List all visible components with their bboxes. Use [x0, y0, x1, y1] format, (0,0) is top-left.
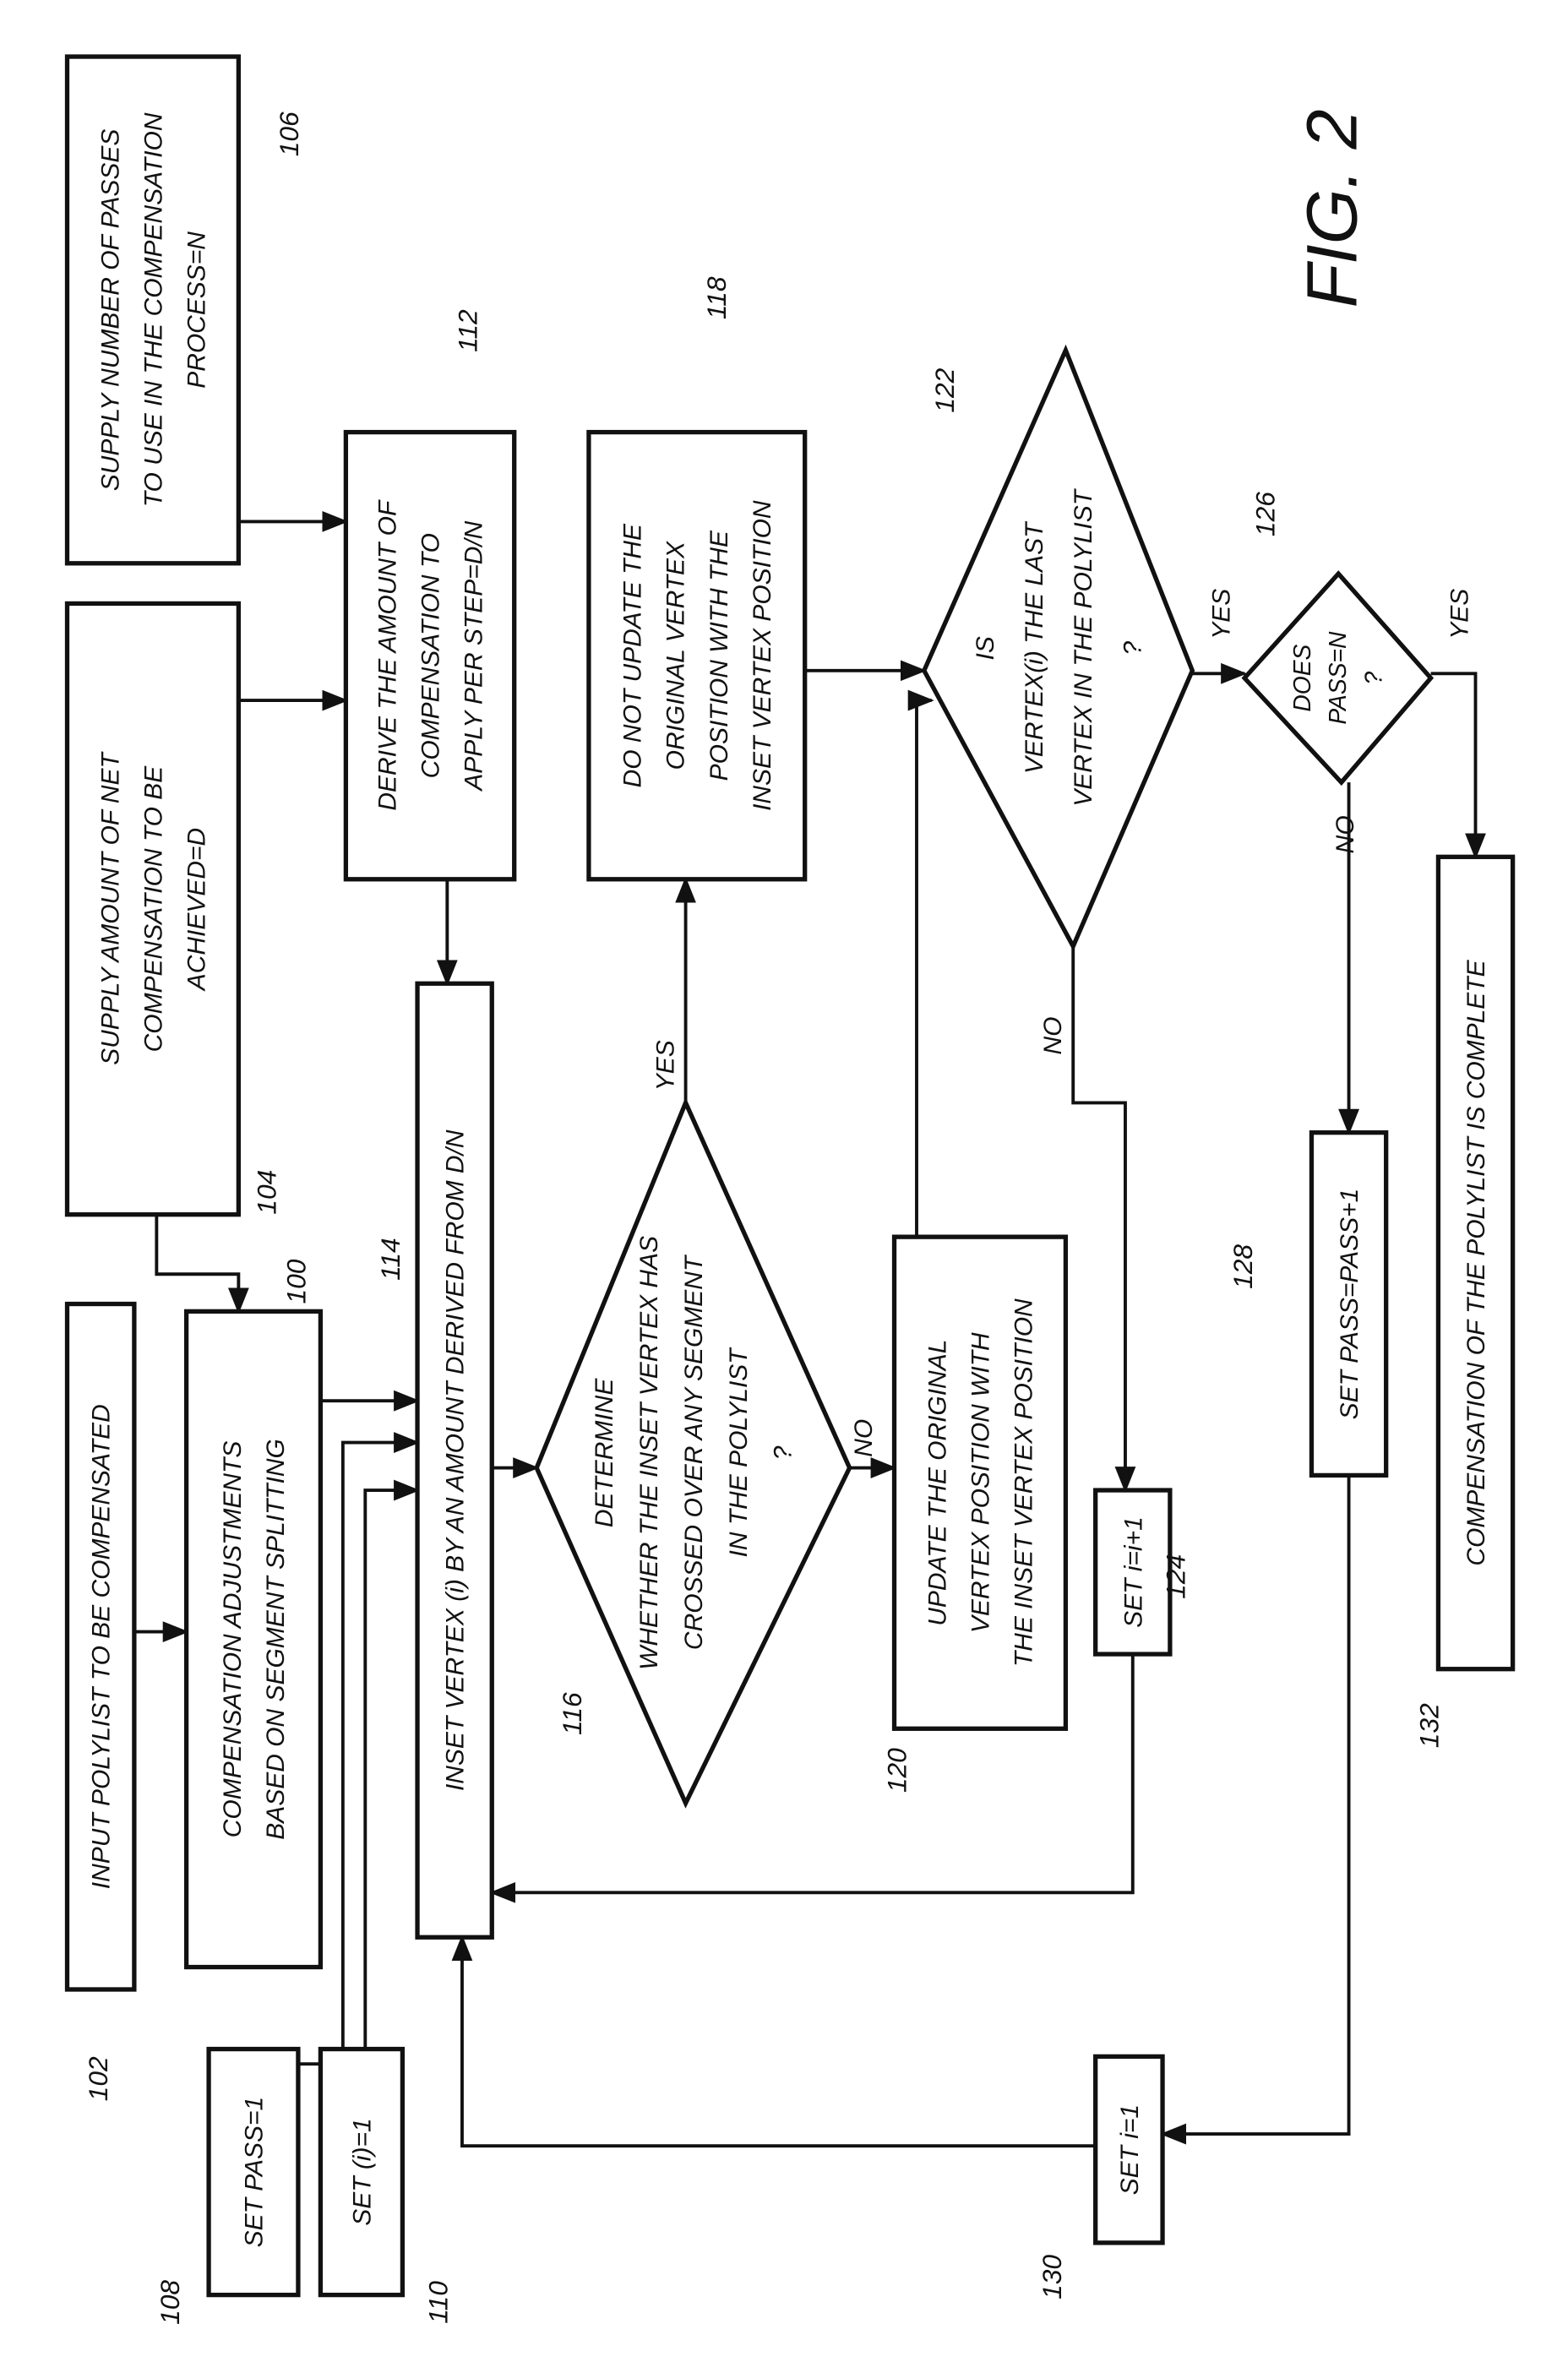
step-text: IN THE POLYLIST: [725, 1347, 753, 1558]
step-132: COMPENSATION OF THE POLYLIST IS COMPLETE: [1438, 857, 1512, 1668]
step-text: BASED ON SEGMENT SPLITTING: [262, 1439, 290, 1840]
figure-label: FIG. 2: [1291, 109, 1371, 307]
flow-arrow: [1431, 673, 1476, 857]
process-box: [187, 1311, 321, 1967]
step-text: SET i=i+1: [1119, 1516, 1147, 1628]
step-106: SUPPLY NUMBER OF PASSES TO USE IN THE COM…: [67, 57, 238, 563]
step-text: DERIVE THE AMOUNT OF: [373, 499, 401, 811]
flow-arrow: [365, 1490, 417, 2049]
step-text: SET PASS=1: [240, 2097, 268, 2248]
step-text: APPLY PER STEP=D/N: [460, 520, 488, 792]
reference-numeral: 110: [422, 2281, 453, 2324]
step-text: THE INSET VERTEX POSITION: [1010, 1298, 1038, 1667]
step-text: ?: [1360, 671, 1387, 684]
step-text: WHETHER THE INSET VERTEX HAS: [635, 1236, 663, 1670]
step-100: COMPENSATION ADJUSTMENTS BASED ON SEGMENT…: [187, 1311, 321, 1967]
branch-label-b122-no: NO: [1039, 1017, 1067, 1055]
reference-numeral: 128: [1228, 1244, 1258, 1289]
flow-arrow: [462, 1937, 1096, 2146]
step-text: INSET VERTEX (i) BY AN AMOUNT DERIVED FR…: [442, 1129, 470, 1791]
step-text: SET i=1: [1116, 2104, 1144, 2195]
step-text: DOES: [1288, 644, 1315, 711]
step-114: INSET VERTEX (i) BY AN AMOUNT DERIVED FR…: [417, 983, 492, 1937]
decision-diamond: [924, 351, 1193, 947]
reference-numeral: 126: [1250, 492, 1280, 536]
step-text: INSET VERTEX POSITION: [749, 500, 776, 811]
step-118: DO NOT UPDATE THE ORIGINAL VERTEX POSITION…: [589, 433, 805, 879]
step-text: INPUT POLYLIST TO BE COMPENSATED: [88, 1404, 116, 1889]
branch-label-b126-yes: YES: [1446, 589, 1474, 639]
step-126: DOES PASS=N?: [1244, 574, 1431, 782]
reference-numeral: 124: [1161, 1554, 1191, 1599]
reference-numeral: 104: [251, 1170, 281, 1215]
step-124: SET i=i+1: [1096, 1490, 1170, 1654]
step-text: PASS=N: [1324, 631, 1351, 725]
step-122: IS VERTEX(i) THE LAST VERTEX IN THE POLYLI…: [924, 351, 1193, 947]
step-text: SUPPLY AMOUNT OF NET: [96, 751, 124, 1065]
step-text: COMPENSATION TO: [417, 533, 445, 778]
step-text: DETERMINE: [591, 1378, 618, 1528]
step-130: SET i=1: [1096, 2056, 1162, 2243]
reference-numeral: 122: [929, 367, 960, 412]
step-text: ?: [1119, 641, 1146, 656]
step-108: SET PASS=1: [209, 2049, 298, 2295]
flow-arrow: [156, 1215, 238, 1312]
reference-numeral: 114: [375, 1238, 406, 1281]
step-text: TO USE IN THE COMPENSATION: [139, 112, 167, 507]
reference-numeral: 106: [274, 112, 304, 156]
step-110: SET (i)=1: [320, 2049, 402, 2295]
steps: INPUT POLYLIST TO BE COMPENSATED COMPENSA…: [67, 57, 1512, 2295]
step-text: ACHIEVED=D: [183, 828, 211, 992]
step-text: PROCESS=N: [183, 231, 211, 389]
step-text: IS: [972, 636, 999, 660]
step-128: SET PASS=PASS+1: [1311, 1133, 1386, 1476]
reference-numeral: 120: [882, 1748, 912, 1793]
reference-numeral: 102: [83, 2056, 113, 2101]
step-text: COMPENSATION OF THE POLYLIST IS COMPLETE: [1462, 959, 1490, 1565]
step-text: ORIGINAL VERTEX: [662, 541, 690, 770]
branch-label-b126-no: NO: [1331, 815, 1359, 853]
step-text: DO NOT UPDATE THE: [619, 523, 647, 787]
reference-numeral: 108: [155, 2280, 185, 2325]
step-112: DERIVE THE AMOUNT OF COMPENSATION TO APPLY…: [346, 433, 514, 879]
step-text: VERTEX POSITION WITH: [966, 1332, 994, 1633]
branch-label-b122-yes: YES: [1207, 589, 1235, 639]
reference-numeral: 116: [557, 1692, 587, 1735]
step-text: ?: [770, 1445, 798, 1460]
step-text: SUPPLY NUMBER OF PASSES: [96, 129, 124, 492]
step-104: SUPPLY AMOUNT OF NET COMPENSATION TO BE AC…: [67, 603, 238, 1214]
step-text: COMPENSATION TO BE: [139, 765, 167, 1053]
flow-arrow: [1073, 946, 1125, 1490]
flow-arrow: [917, 700, 932, 1237]
reference-numeral: 132: [1413, 1703, 1444, 1748]
step-text: UPDATE THE ORIGINAL: [923, 1340, 951, 1626]
branch-label-b116-no: NO: [850, 1419, 878, 1457]
step-102: INPUT POLYLIST TO BE COMPENSATED: [67, 1304, 133, 1989]
step-text: CROSSED OVER ANY SEGMENT: [680, 1254, 708, 1650]
reference-numeral: 100: [281, 1259, 312, 1303]
reference-numeral: 130: [1037, 2255, 1067, 2299]
reference-numeral: 118: [701, 276, 732, 319]
step-text: POSITION WITH THE: [705, 530, 733, 781]
reference-numeral: 112: [453, 309, 483, 352]
step-text: VERTEX(i) THE LAST: [1021, 520, 1048, 774]
step-text: SET PASS=PASS+1: [1336, 1189, 1364, 1420]
step-120: UPDATE THE ORIGINAL VERTEX POSITION WITH T…: [895, 1237, 1066, 1728]
step-text: VERTEX IN THE POLYLIST: [1070, 487, 1097, 806]
step-text: COMPENSATION ADJUSTMENTS: [219, 1441, 247, 1838]
branch-label-b116-yes: YES: [651, 1040, 679, 1091]
step-text: SET (i)=1: [348, 2118, 376, 2225]
